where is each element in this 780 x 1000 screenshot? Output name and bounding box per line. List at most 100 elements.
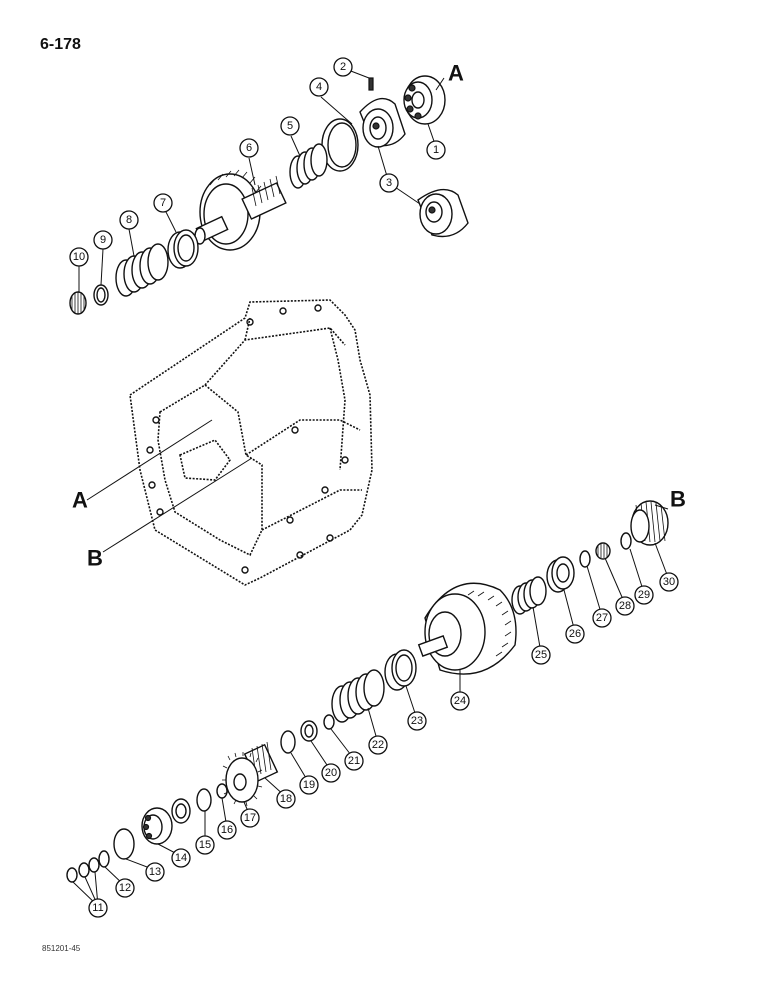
callout-7: 7 (153, 193, 173, 213)
part-25-spring (511, 576, 547, 615)
svg-text:21: 21 (348, 755, 360, 767)
svg-text:29: 29 (638, 589, 650, 601)
svg-text:24: 24 (454, 695, 466, 707)
part-21-ring (323, 714, 335, 730)
svg-text:7: 7 (160, 197, 166, 209)
part-16-snap-ring (196, 788, 212, 812)
part-29-ring (620, 532, 632, 550)
page-number: 6-178 (40, 36, 81, 53)
svg-text:2: 2 (340, 61, 346, 73)
part-30-gear (630, 500, 669, 546)
callout-20: 20 (321, 763, 341, 783)
callout-26: 26 (565, 624, 585, 644)
part-15-bearing (171, 798, 191, 824)
svg-text:16: 16 (221, 824, 233, 836)
callout-3: 3 (379, 173, 399, 193)
callout-2: 2 (333, 57, 353, 77)
upper-gear-assembly (69, 75, 469, 315)
part-5-spring (289, 143, 328, 189)
svg-text:18: 18 (280, 793, 292, 805)
part-23-bearing-race (384, 649, 417, 691)
svg-text:26: 26 (569, 628, 581, 640)
svg-text:6: 6 (246, 142, 252, 154)
svg-text:5: 5 (287, 120, 293, 132)
part-9-ring (93, 284, 109, 306)
transmission-housing (129, 299, 373, 586)
ref-letter-b-lower: B (670, 487, 686, 512)
callout-17: 17 (240, 808, 260, 828)
part-13-snap-ring (113, 828, 135, 860)
svg-text:4: 4 (316, 81, 322, 93)
callout-1: 1 (426, 140, 446, 160)
svg-text:8: 8 (126, 214, 132, 226)
part-27-ring (579, 550, 591, 568)
svg-text:15: 15 (199, 839, 211, 851)
part-1-bearing (403, 75, 446, 125)
svg-text:10: 10 (73, 251, 85, 263)
callout-13: 13 (145, 862, 165, 882)
svg-text:23: 23 (411, 715, 423, 727)
part-12-ring (98, 850, 110, 868)
svg-text:30: 30 (663, 576, 675, 588)
ref-letter-a-housing: A (72, 488, 88, 513)
part-2-pin (368, 77, 374, 91)
part-3-bearing-cup-upper (359, 97, 406, 148)
svg-text:19: 19 (303, 779, 315, 791)
callout-5: 5 (280, 116, 300, 136)
callout-6: 6 (239, 138, 259, 158)
ref-letter-b-housing: B (87, 546, 103, 571)
lower-gear-assembly (66, 500, 669, 883)
callout-18: 18 (276, 789, 296, 809)
svg-text:25: 25 (535, 649, 547, 661)
callout-11: 11 (88, 898, 108, 918)
callout-28: 28 (615, 596, 635, 616)
callout-19: 19 (299, 775, 319, 795)
svg-text:14: 14 (175, 852, 187, 864)
callout-12: 12 (115, 878, 135, 898)
part-10-needle-bearing (69, 291, 87, 315)
part-14-bearing (141, 807, 173, 845)
part-7-bearing-race (167, 229, 199, 269)
part-20-bearing (300, 720, 318, 742)
part-8-spring (115, 243, 169, 297)
callout-24: 24 (450, 691, 470, 711)
callout-16: 16 (217, 820, 237, 840)
svg-text:1: 1 (433, 144, 439, 156)
callout-9: 9 (93, 230, 113, 250)
callout-8: 8 (119, 210, 139, 230)
svg-text:22: 22 (372, 739, 384, 751)
callout-25: 25 (531, 645, 551, 665)
svg-text:28: 28 (619, 600, 631, 612)
leader-lines (72, 67, 670, 907)
svg-text:17: 17 (244, 812, 256, 824)
part-17-gear (222, 752, 263, 807)
svg-text:11: 11 (92, 902, 103, 914)
svg-text:9: 9 (100, 234, 106, 246)
callout-22: 22 (368, 735, 388, 755)
part-6-gear-hub (194, 169, 287, 251)
callout-30: 30 (659, 572, 679, 592)
part-19-snap-ring (280, 730, 296, 754)
ref-letter-a-upper: A (448, 61, 464, 86)
svg-text:12: 12 (119, 882, 131, 894)
svg-text:27: 27 (596, 612, 608, 624)
callout-10: 10 (69, 247, 89, 267)
part-3-bearing-cup-lower (417, 188, 469, 238)
callout-21: 21 (344, 751, 364, 771)
figure-code: 851201-45 (42, 944, 81, 953)
part-28-needle-bearing (595, 542, 611, 560)
callout-23: 23 (407, 711, 427, 731)
part-16-ring (216, 783, 228, 799)
svg-text:3: 3 (386, 177, 392, 189)
svg-text:13: 13 (149, 866, 161, 878)
svg-text:20: 20 (325, 767, 337, 779)
part-26-bearing (546, 556, 575, 593)
callout-29: 29 (634, 585, 654, 605)
callout-14: 14 (171, 848, 191, 868)
callout-27: 27 (592, 608, 612, 628)
callout-15: 15 (195, 835, 215, 855)
part-22-spring (331, 669, 385, 723)
callout-4: 4 (309, 77, 329, 97)
